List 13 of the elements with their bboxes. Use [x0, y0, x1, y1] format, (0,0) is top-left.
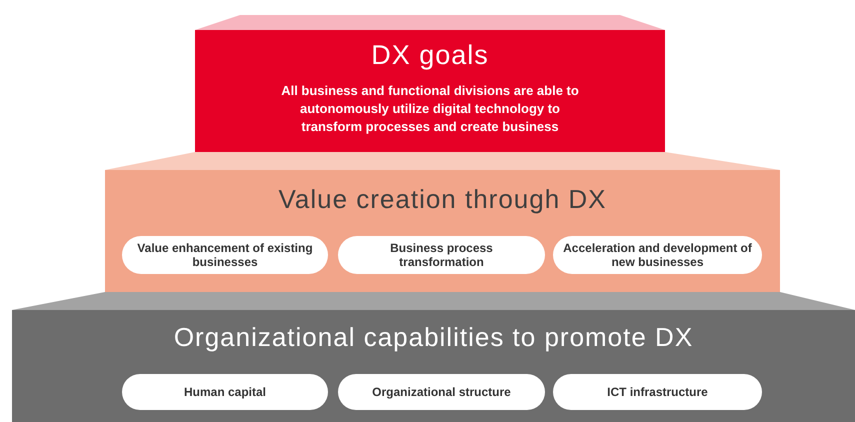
item-pill: Value enhancement of existing businesses: [122, 236, 328, 274]
block-heading: Organizational capabilities to promote DX: [172, 322, 694, 353]
item-pill: Human capital: [122, 374, 328, 410]
block-description: All business and functional divisions are able to autonomously utilize digital technology to transform processes and create business: [280, 82, 580, 136]
goal-block: [195, 15, 665, 152]
block-heading: Value creation through DX: [277, 184, 608, 215]
value-block: [105, 152, 780, 292]
item-pill: Organizational structure: [338, 374, 545, 410]
block-heading: DX goals: [370, 40, 490, 71]
item-pill: Business process transformation: [338, 236, 545, 274]
item-pill: ICT infrastructure: [553, 374, 762, 410]
item-pill: Acceleration and development of new businesses: [553, 236, 762, 274]
capability-block: [12, 292, 855, 422]
